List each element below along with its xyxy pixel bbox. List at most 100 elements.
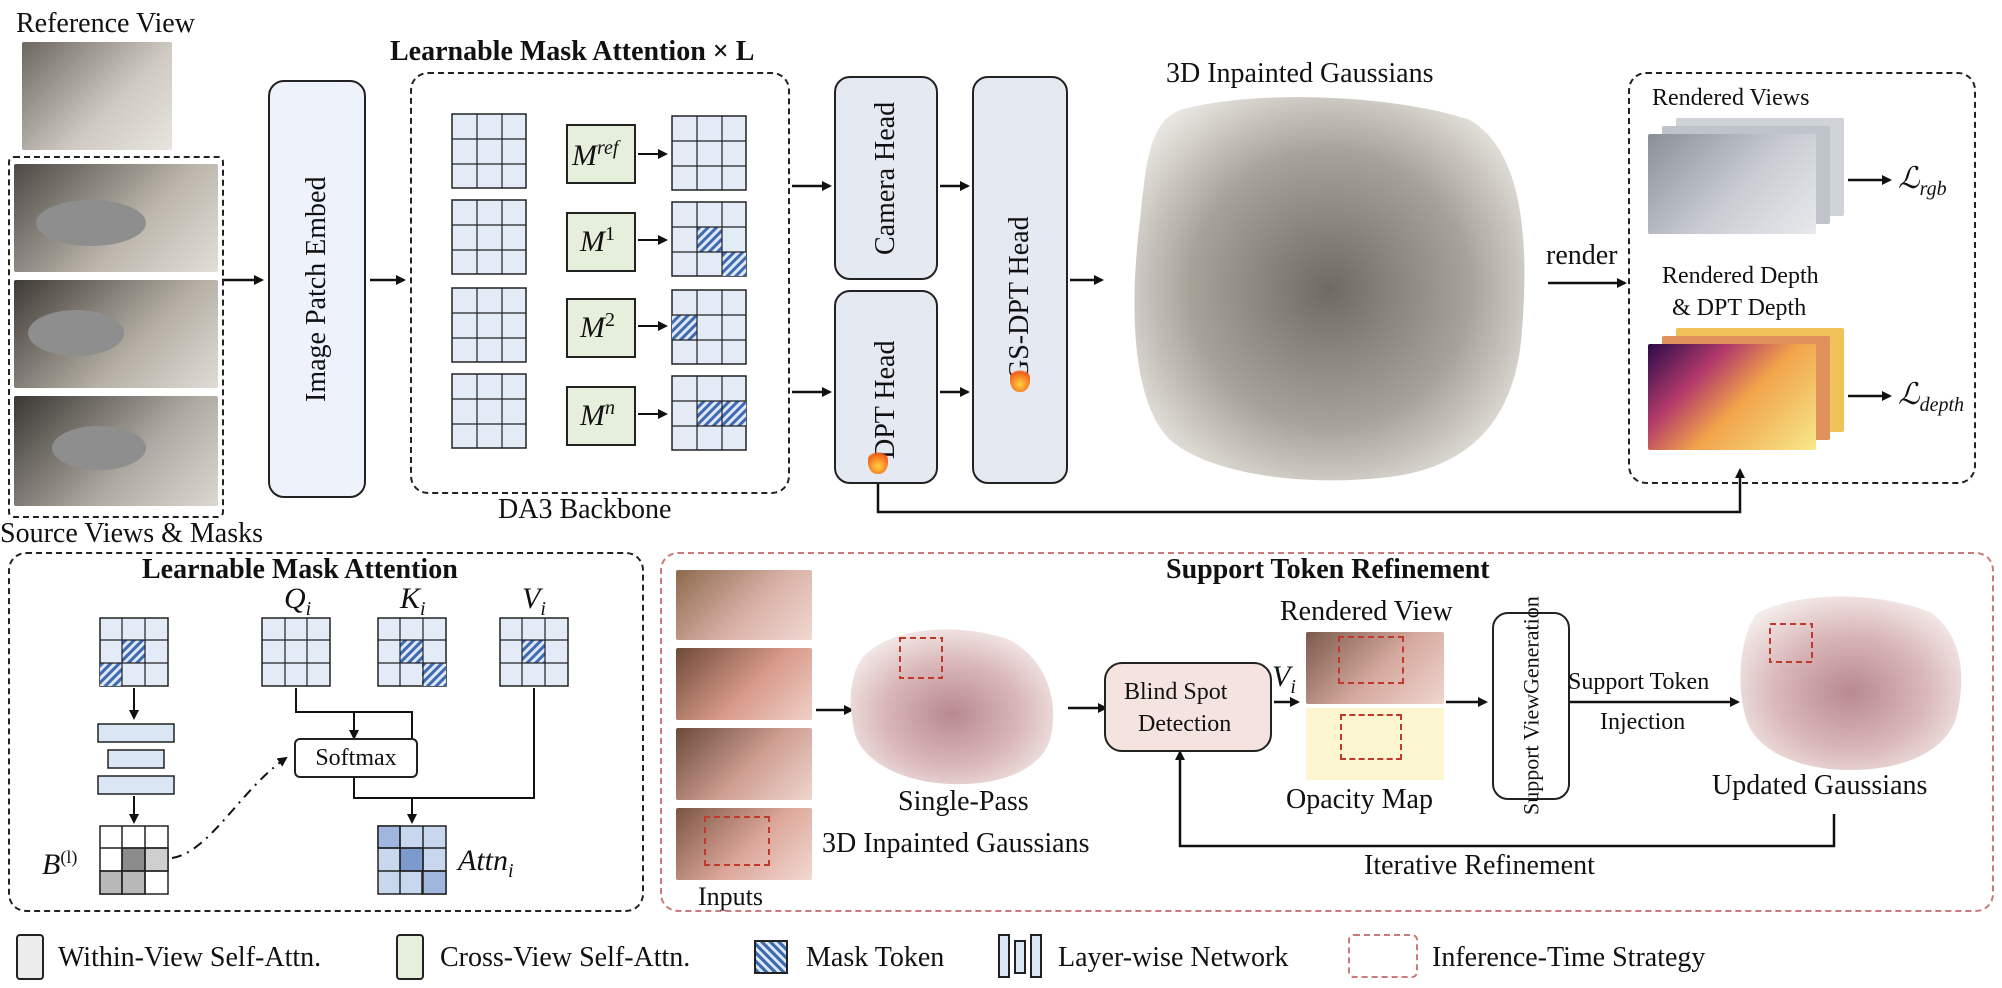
input-image-2 [676,648,812,720]
b-grid [99,825,169,895]
v-label: Vi [522,582,546,620]
legend-cross-swatch [396,934,424,980]
depth-map-image [1648,344,1816,450]
mask-arrows [638,149,668,419]
loss-rgb: ℒrgb [1898,162,1947,200]
inject-label-1: Support Token [1568,669,1710,695]
input-image-4 [676,808,812,880]
gaussians-render [1134,97,1525,481]
source-mask-3 [52,426,146,470]
legend-mask-token-label: Mask Token [806,942,945,973]
single-pass-label-2: 3D Inpainted Gaussians [822,828,1090,859]
input-highlight-box [704,816,770,866]
attn-grid [377,825,447,895]
lma-detail-title: Learnable Mask Attention [142,554,458,585]
opacity-map-label: Opacity Map [1286,784,1433,815]
backbone-frame [410,72,790,494]
rendered-view-image [1306,632,1444,704]
blind-spot-label-2: Detection [1138,711,1232,737]
legend-within-label: Within-View Self-Attn. [58,942,322,973]
mask-2-label: M2 [580,309,615,344]
trainable-flame-icon [868,448,888,474]
cross-view-grid-lines [672,116,746,450]
blind-spot-label-1: Blind Spot [1124,679,1228,705]
legend-layerwise-swatch [1030,934,1042,978]
support-view-gen-box [1492,612,1570,800]
single-pass-gaussians-render [850,629,1054,785]
image-patch-embed-label: Image Patch Embed [301,176,332,402]
inputs-label: Inputs [698,882,763,911]
rendered-views-label: Rendered Views [1652,85,1810,111]
input-image-1 [676,570,812,640]
mask-ref-box [566,124,636,184]
rendered-depth-label-2: & DPT Depth [1672,295,1807,321]
gaussians-title: 3D Inpainted Gaussians [1166,58,1434,89]
mask-token-cells [672,227,746,426]
legend-mask-token-swatch [754,940,788,974]
lma-mask-cells [100,640,545,686]
k-label: Ki [400,582,426,620]
top-arrows [222,175,1892,514]
lma-arrows [129,688,535,859]
render-label: render [1546,240,1618,271]
source-views-frame [8,156,224,518]
q-label: Qi [284,582,312,620]
mask-2-box [566,298,636,358]
source-mask-1 [36,200,146,246]
camera-head-box [834,76,938,280]
lma-times-l-title: Learnable Mask Attention × L [390,36,755,67]
reference-view-label: Reference View [16,8,195,39]
vi-label: Vi [1272,660,1296,698]
attn-label: Attni [458,844,514,882]
str-arrows [816,697,1836,848]
b-label: B(l) [42,847,78,881]
mask-ref-label: Mref [572,137,619,172]
legend-inference-label: Inference-Time Strategy [1432,942,1706,973]
mask-n-label: Mn [580,397,615,432]
within-view-grid-lines [452,114,526,448]
camera-head-label: Camera Head [870,101,901,255]
backbone-label: DA3 Backbone [498,494,672,525]
blind-spot-box [1104,662,1272,752]
rendered-view-highlight [1338,636,1404,684]
outputs-frame [1628,72,1976,484]
rendered-view-label: Rendered View [1280,596,1453,627]
loss-depth: ℒdepth [1898,378,1965,416]
reference-view-image [22,42,172,150]
str-frame [660,552,1994,912]
mask-1-label: M1 [580,223,615,258]
inject-label-2: Injection [1600,709,1686,735]
within-view-grids [451,113,527,449]
legend-within-swatch [16,934,44,980]
single-pass-label-1: Single-Pass [898,786,1029,817]
str-title: Support Token Refinement [1166,554,1490,585]
legend-layerwise-swatch [1014,940,1026,974]
dpt-head-box [834,290,938,484]
opacity-map-highlight [1340,714,1402,760]
rendered-depth-label-1: Rendered Depth [1662,263,1819,289]
input-image-3 [676,728,812,800]
layerwise-bars [97,723,175,795]
trainable-flame-icon [1010,366,1030,392]
legend-layerwise-label: Layer-wise Network [1058,942,1289,973]
lma-grid-lines [100,618,568,686]
updated-gaussians-label: Updated Gaussians [1712,770,1928,801]
iterative-refinement-label: Iterative Refinement [1364,850,1595,881]
mask-n-box [566,386,636,446]
mask-1-box [566,212,636,272]
legend-layerwise-swatch [998,934,1010,978]
image-patch-embed-box [268,80,366,498]
source-mask-2 [28,310,124,356]
source-views-label: Source Views & Masks [0,518,264,549]
rendered-view-image [1648,134,1816,234]
updated-gaussians-render [1740,596,1962,770]
legend-cross-label: Cross-View Self-Attn. [440,942,691,973]
gs-dpt-head-box [972,76,1068,484]
lma-detail-frame [8,552,644,912]
legend-inference-swatch [1348,934,1418,978]
opacity-map-image [1306,708,1444,780]
softmax-box: Softmax [294,738,418,778]
gs-dpt-head-label: GS-DPT Head [1004,216,1035,380]
